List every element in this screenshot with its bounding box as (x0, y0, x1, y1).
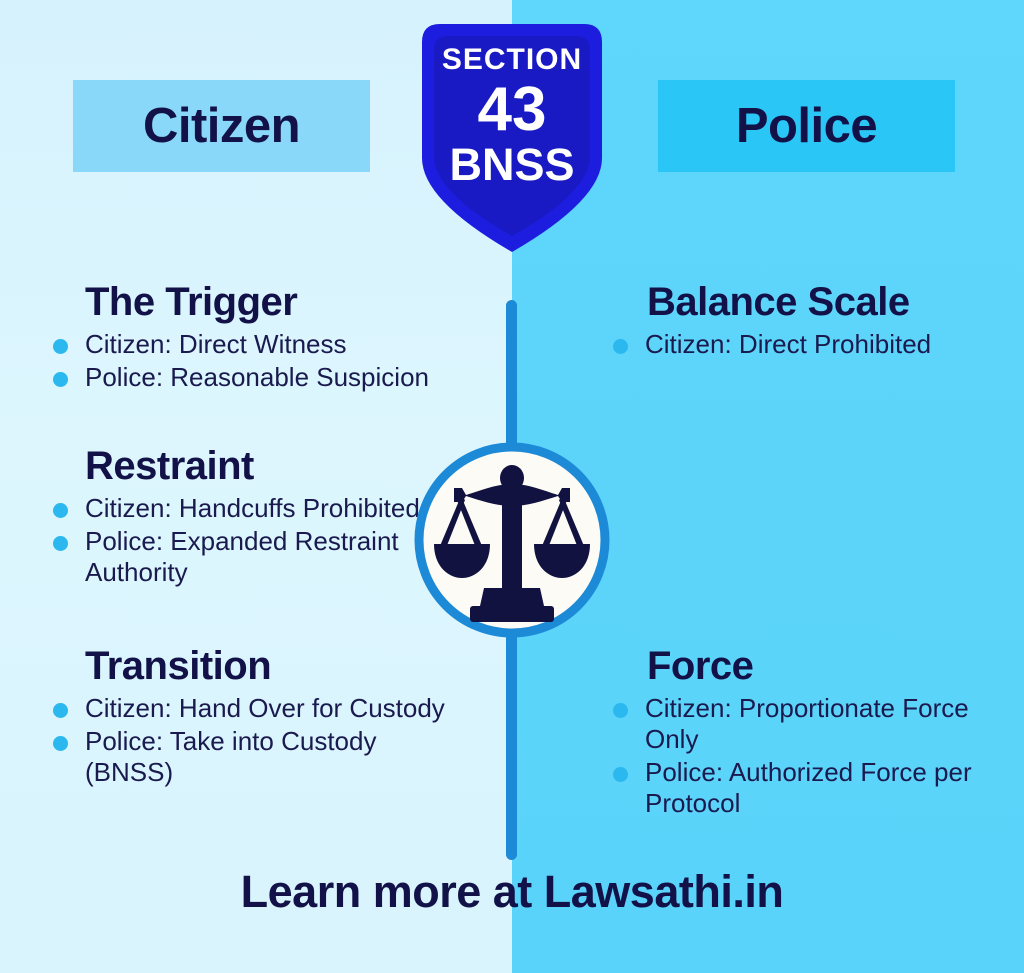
section-bullet-list: Citizen: Direct Witness Police: Reasonab… (45, 329, 475, 393)
section-title: Force (647, 644, 754, 688)
list-item: Police: Expanded Restraint Authority (45, 526, 445, 588)
list-item-text: Citizen: Direct Witness (85, 328, 347, 359)
list-item: Police: Take into Custody (BNSS) (45, 726, 445, 788)
section-title: Balance Scale (647, 280, 910, 324)
bullet-dot-icon (53, 371, 68, 387)
list-item: Citizen: Proportionate Force Only (605, 693, 1005, 755)
list-item-text: Police: Reasonable Suspicion (85, 361, 429, 392)
section-bullet-list: Citizen: Handcuffs Prohibited Police: Ex… (45, 493, 445, 589)
shield-icon (422, 24, 602, 252)
list-item: Citizen: Hand Over for Custody (45, 693, 445, 724)
section-restraint: Restraint Citizen: Handcuffs Prohibited … (45, 444, 445, 590)
list-item-text: Citizen: Proportionate Force Only (645, 692, 969, 754)
bullet-dot-icon (53, 535, 68, 551)
section-balance-scale: Balance Scale Citizen: Direct Prohibited (605, 280, 1005, 362)
section-transition: Transition Citizen: Hand Over for Custod… (45, 644, 445, 790)
list-item-text: Citizen: Hand Over for Custody (85, 692, 445, 723)
list-item-text: Police: Expanded Restraint Authority (85, 525, 399, 588)
citizen-header-label: Citizen (142, 99, 301, 153)
section-the-trigger: The Trigger Citizen: Direct Witness Poli… (45, 280, 475, 395)
bullet-dot-icon (53, 735, 68, 751)
bullet-dot-icon (53, 338, 68, 354)
section-bullet-list: Citizen: Direct Prohibited (605, 329, 1005, 360)
list-item-text: Citizen: Handcuffs Prohibited (85, 492, 420, 523)
list-item: Police: Authorized Force per Protocol (605, 757, 1005, 819)
bullet-dot-icon (613, 338, 628, 354)
list-item: Citizen: Direct Witness (45, 329, 475, 360)
bullet-dot-icon (613, 702, 628, 718)
bullet-dot-icon (53, 502, 68, 518)
section-bullet-list: Citizen: Hand Over for Custody Police: T… (45, 693, 445, 789)
list-item: Citizen: Direct Prohibited (605, 329, 1005, 360)
column-header-police: Police (658, 80, 955, 172)
section-bullet-list: Citizen: Proportionate Force Only Police… (605, 693, 1005, 820)
list-item-text: Police: Take into Custody (BNSS) (85, 725, 377, 788)
section-title: Transition (85, 644, 272, 688)
list-item: Police: Reasonable Suspicion (45, 362, 475, 393)
list-item-text: Police: Authorized Force per Protocol (645, 757, 972, 819)
list-item-text: Citizen: Direct Prohibited (645, 328, 932, 359)
list-item: Citizen: Handcuffs Prohibited (45, 493, 445, 524)
section-title: The Trigger (85, 280, 298, 324)
bullet-dot-icon (613, 767, 628, 783)
section-title: Restraint (85, 444, 254, 488)
column-header-citizen: Citizen (73, 80, 370, 172)
section-43-bnss-badge: SECTION 43 BNSS (404, 8, 620, 256)
section-force: Force Citizen: Proportionate Force Only … (605, 644, 1005, 822)
bullet-dot-icon (53, 702, 68, 718)
balance-scale-emblem (412, 440, 612, 640)
balance-scale-icon (414, 442, 610, 638)
footer-call-to-action: Learn more at Lawsathi.in (240, 866, 784, 917)
police-header-label: Police (735, 99, 878, 153)
